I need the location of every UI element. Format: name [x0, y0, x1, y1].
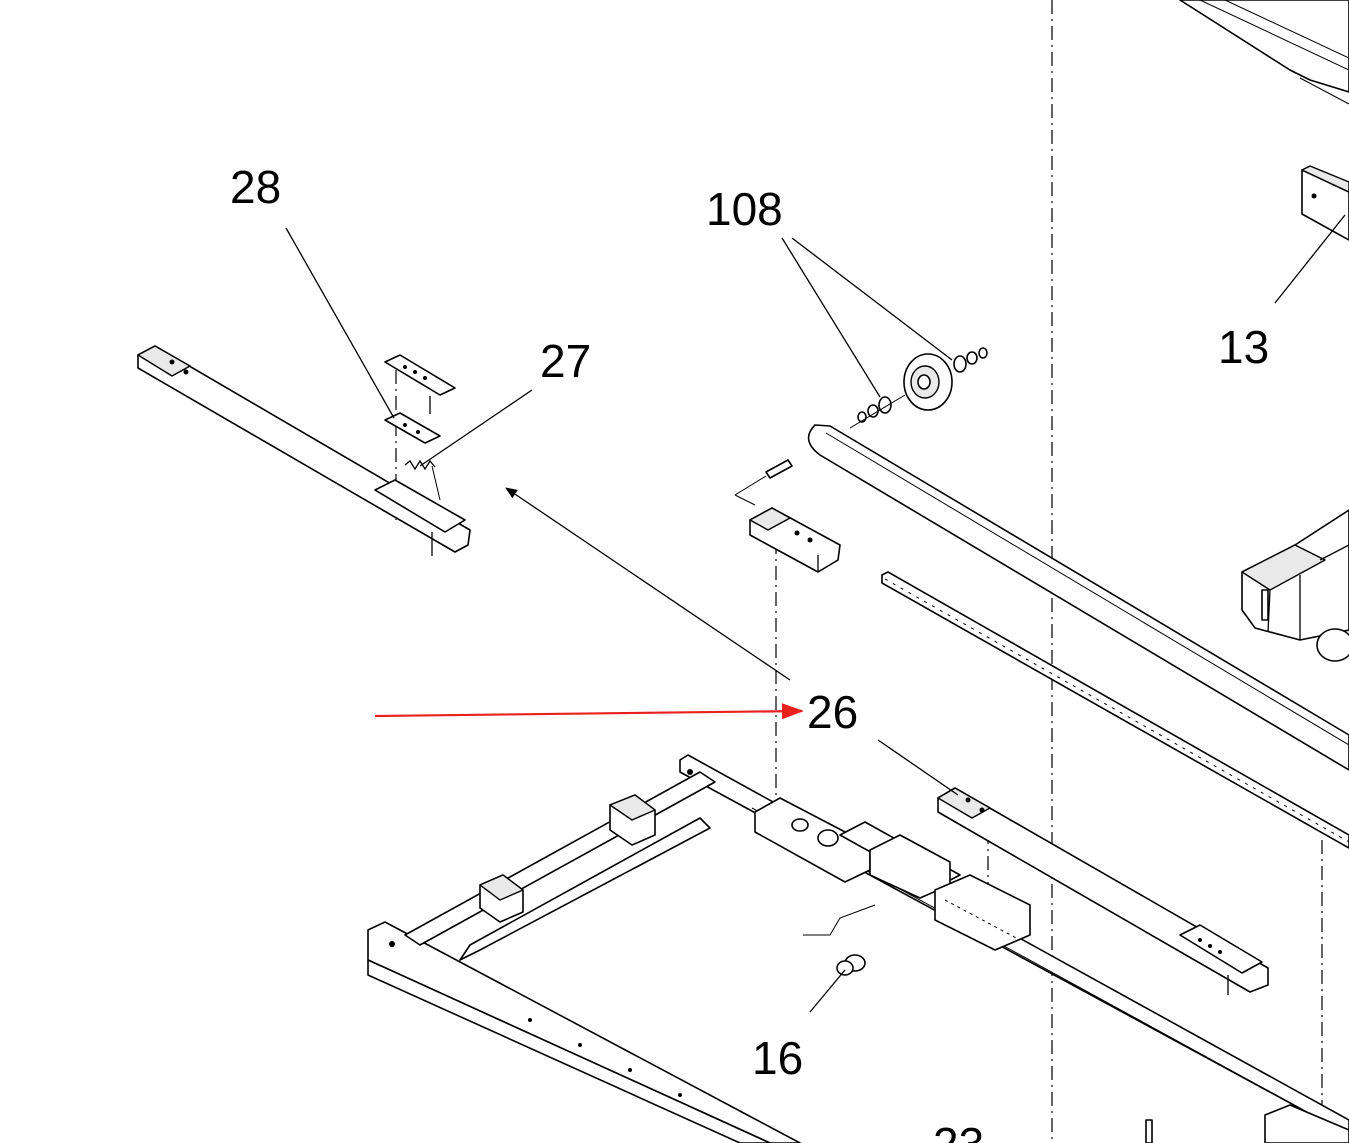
direction-arrow	[505, 487, 791, 681]
callout-108: 108	[706, 183, 783, 235]
callout-13: 13	[1218, 321, 1269, 373]
center-lines	[395, 0, 1323, 1143]
callout-28: 28	[230, 161, 281, 213]
bracket-part-13	[1274, 165, 1349, 304]
right-slide-arm	[877, 739, 1269, 995]
pin-and-bracket	[734, 459, 841, 573]
toothed-rack	[881, 571, 1349, 849]
left-slide-arm	[137, 227, 533, 556]
callout-26: 26	[807, 686, 858, 738]
main-frame	[367, 754, 1349, 1143]
callout-23: 23	[933, 1118, 984, 1143]
pulley-assembly-108	[781, 237, 988, 429]
callout-27: 27	[540, 335, 591, 387]
highlight-arrow	[374, 703, 804, 720]
long-belt-rail	[807, 424, 1349, 771]
callout-16: 16	[752, 1032, 803, 1084]
motor-assembly	[1241, 509, 1349, 662]
top-right-rail	[1179, 0, 1349, 105]
